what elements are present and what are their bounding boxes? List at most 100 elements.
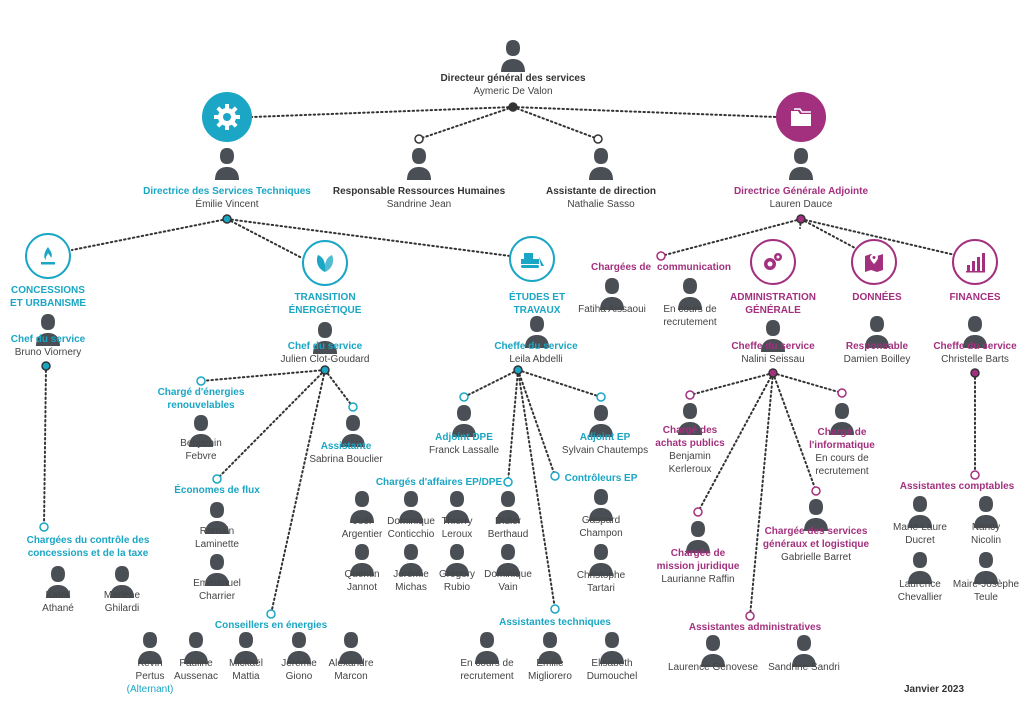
person-name: Jannot [346, 582, 378, 593]
folder-icon [776, 92, 826, 142]
person-name: Emilie [536, 658, 564, 669]
person-icon [587, 487, 615, 521]
person-name: Gaspard [581, 515, 621, 526]
achats-title-1: Chargé des [662, 425, 718, 436]
admin-gen-chef-name: Nalini Seissau [741, 354, 805, 365]
person-name: Charrier [198, 591, 236, 602]
connector-node [796, 214, 806, 224]
person-name: Ghilardi [104, 603, 140, 614]
assistante-title: Assistante [320, 441, 372, 452]
concessions-title-1: CONCESSIONS [11, 285, 85, 296]
adjoint-dpe-title: Adjoint DPE [435, 432, 493, 443]
person-name: Dominique [387, 516, 435, 527]
dga-name: Lauren Dauce [769, 199, 833, 210]
etudes-title-1: ÉTUDES ET [508, 292, 566, 303]
person-icon [863, 314, 891, 348]
person-name: Pauline [179, 658, 213, 669]
person-icon [906, 550, 934, 584]
asd-title: Assistante de direction [545, 186, 657, 197]
energies-name-2: Febvre [185, 451, 217, 462]
person-name: Laurence [899, 579, 941, 590]
person-name: Chevallier [897, 592, 943, 603]
conseillers-title: Conseillers en énergies [214, 620, 328, 631]
person-icon [906, 494, 934, 528]
person-icon [961, 314, 989, 348]
person-icon [676, 276, 704, 310]
person-name: Argentier [341, 529, 383, 540]
juridique-title-2: mission juridique [656, 561, 740, 572]
flame-icon [25, 233, 71, 279]
person-name: Pertus [135, 671, 165, 682]
person-icon [187, 413, 215, 447]
etudes-title-2: TRAVAUX [513, 305, 561, 316]
rh-title: Responsable Ressources Humaines [332, 186, 506, 197]
person-icon [108, 564, 136, 598]
person-icon [443, 542, 471, 576]
concessions-title-2: ET URBANISME [9, 298, 87, 309]
person-name: Dumouchel [586, 671, 638, 682]
connector-node [837, 388, 847, 398]
person-icon [759, 318, 787, 352]
connector-node [513, 365, 523, 375]
controleurs-title: Contrôleurs EP [564, 473, 638, 484]
connector-node [970, 368, 980, 378]
admin-gen-title-1: ADMINISTRATION [730, 292, 816, 303]
person-icon [182, 630, 210, 664]
person-icon [405, 146, 433, 180]
connector-node [320, 365, 330, 375]
person-name: Michas [395, 582, 427, 593]
person-name: Marcon [334, 671, 368, 682]
connector-node [348, 402, 358, 412]
person-name: Teule [974, 592, 998, 603]
achats-name-1: Benjamin [669, 451, 711, 462]
admin-gen-title-2: GÉNÉRALE [745, 305, 801, 316]
dst-name: Émilie Vincent [195, 199, 259, 210]
services-name: Gabrielle Barret [780, 552, 852, 563]
person-name: Mattia [232, 671, 260, 682]
person-icon [337, 630, 365, 664]
person-icon [348, 489, 376, 523]
transition-title-2: ÉNERGÉTIQUE [288, 305, 362, 316]
controle-title-2: concessions et de la taxe [27, 548, 149, 559]
person-icon [699, 633, 727, 667]
person-name: Tartari [587, 583, 615, 594]
connector-node [212, 474, 222, 484]
person-icon [397, 489, 425, 523]
finances-title: FINANCES [949, 292, 1001, 303]
person-name: Emmanuel [193, 578, 241, 589]
transition-chef-title: Chef du service [287, 341, 363, 352]
person-name: Fatiha Aissaoui [578, 304, 646, 315]
connector-node [593, 134, 603, 144]
person-name: recrutement [663, 317, 717, 328]
connector-node [693, 507, 703, 517]
person-name: Jérémie [281, 658, 317, 669]
person-icon [684, 519, 712, 553]
person-icon [213, 146, 241, 180]
assistantes-tech-title: Assistantes techniques [499, 617, 611, 628]
connector-node [550, 604, 560, 614]
juridique-name: Laurianne Raffin [661, 574, 735, 585]
person-icon [790, 633, 818, 667]
person-icon [348, 542, 376, 576]
person-icon [397, 542, 425, 576]
person-name: Sandrine Sandri [768, 662, 840, 673]
person-name: Giono [285, 671, 313, 682]
adjoint-ep-name: Sylvain Chautemps [561, 445, 649, 456]
dg-title: Directeur général des services [440, 73, 586, 84]
assistantes-admin-title: Assistantes administratives [688, 622, 822, 633]
person-name: Jérémie [393, 569, 429, 580]
person-name: Nicolin [970, 535, 1002, 546]
admin-gen-chef-title: Cheffe du service [731, 341, 815, 352]
person-icon [828, 401, 856, 435]
person-name: Kevin [137, 658, 163, 669]
person-name: Conticchio [387, 529, 435, 540]
connector-node [459, 392, 469, 402]
informatique-name-2: recrutement [815, 466, 869, 477]
connector-node [41, 361, 51, 371]
person-icon [34, 312, 62, 346]
connector-node [414, 134, 424, 144]
connector-node [596, 392, 606, 402]
juridique-title-1: Chargée de [670, 548, 726, 559]
concessions-chef-name: Bruno Viornery [14, 347, 82, 358]
